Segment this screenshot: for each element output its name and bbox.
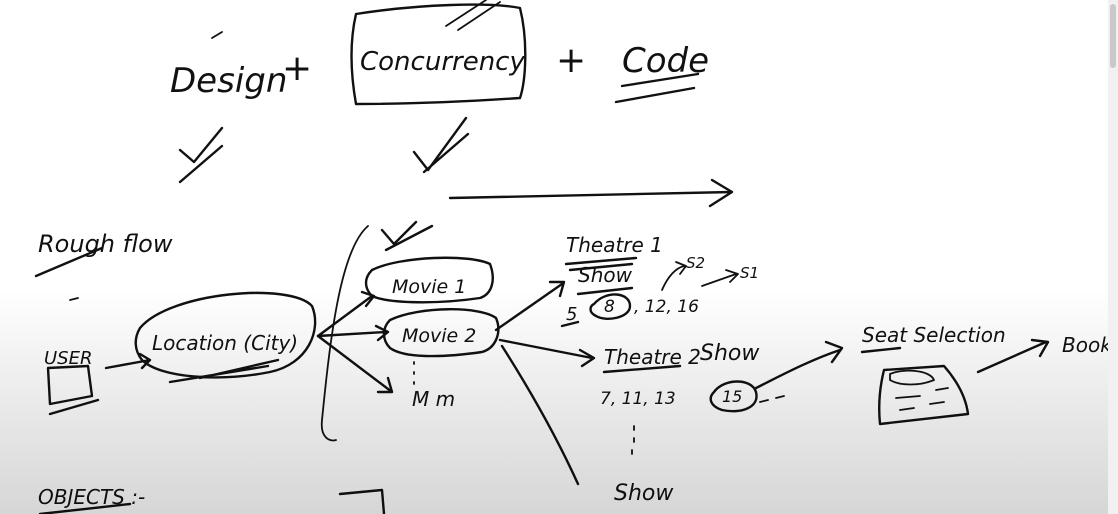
- times2-dashes: [759, 395, 785, 403]
- movie1-label: Movie 1: [392, 276, 466, 298]
- show-ellipsis-dots: [631, 425, 635, 455]
- times1-prefix-underline: [560, 320, 580, 328]
- location-oval: [134, 291, 317, 379]
- movie-m-label: M m: [412, 387, 455, 411]
- s1-label: S1: [740, 264, 759, 282]
- scrollbar-thumb[interactable]: [1110, 4, 1116, 68]
- s2-arrow: [661, 261, 687, 291]
- arrow-to-movie-m: [316, 334, 394, 394]
- rough-underline: [34, 246, 104, 278]
- arrow-to-seat-selection: [754, 340, 844, 390]
- objects-label: OBJECTS :-: [38, 485, 145, 509]
- movie1-oval: [364, 256, 494, 304]
- times2-circled: 15: [722, 387, 742, 406]
- theatre1-underline: [564, 256, 638, 272]
- times2-label: 7, 11, 13: [600, 389, 676, 409]
- times1-rest: , 12, 16: [634, 297, 699, 317]
- s1-arrow: [701, 269, 739, 287]
- arrow-to-theatre2: [498, 338, 596, 368]
- theatre1-show-label: Show: [578, 263, 633, 287]
- concurrency-check-icon: [412, 116, 470, 174]
- rough-dash: [69, 297, 79, 301]
- seat-map-details: [889, 369, 949, 411]
- s2-label: S2: [686, 254, 705, 272]
- code-underline: [614, 72, 700, 104]
- location-underline: [168, 358, 280, 384]
- user-label: USER: [44, 348, 92, 369]
- times1-circle: [589, 293, 632, 320]
- times2-circle: [709, 380, 758, 413]
- design-check-icon: [178, 126, 224, 184]
- times1-circled: 8: [604, 297, 615, 317]
- arrow-to-booking: [976, 338, 1050, 374]
- heading-plus-1: +: [282, 48, 312, 89]
- heading-design: Design: [170, 61, 287, 101]
- bracket-curve: [320, 225, 369, 442]
- concurrency-emphasis-strokes: [445, 0, 501, 31]
- theatre2-underline: [602, 364, 682, 374]
- location-label: Location (City): [152, 331, 298, 355]
- arrow-to-movie2: [316, 324, 390, 342]
- concurrency-box: [350, 3, 527, 106]
- seat-map-icon: [878, 364, 970, 426]
- times1-prefix: 5: [566, 304, 577, 325]
- line-to-bottom-show: [500, 344, 580, 486]
- seat-selection-label: Seat Selection: [862, 323, 1006, 347]
- user-laptop-icon: [46, 364, 100, 416]
- theatre2-label: Theatre 2: [604, 345, 701, 369]
- design-tick-mark: [211, 31, 223, 39]
- heading-plus-2: +: [556, 40, 586, 81]
- movie2-label: Movie 2: [402, 325, 476, 347]
- objects-partial-strokes: [38, 488, 386, 514]
- rough-flow-label: Rough flow: [38, 230, 173, 258]
- theatre1-label: Theatre 1: [566, 233, 663, 257]
- seat-selection-underline: [860, 346, 902, 354]
- movie2-oval: [382, 308, 500, 358]
- vertical-scrollbar[interactable]: [1108, 0, 1118, 514]
- heading-concurrency: Concurrency: [360, 47, 525, 77]
- bottom-show-label: Show: [614, 481, 674, 506]
- theatre2-show-label: Show: [700, 341, 760, 366]
- theatre1-show-underline: [576, 286, 634, 296]
- arrow-to-theatre1: [494, 280, 566, 332]
- movies-check-icon: [380, 220, 434, 252]
- arrow-to-movie1: [316, 290, 376, 338]
- long-arrow: [448, 178, 734, 208]
